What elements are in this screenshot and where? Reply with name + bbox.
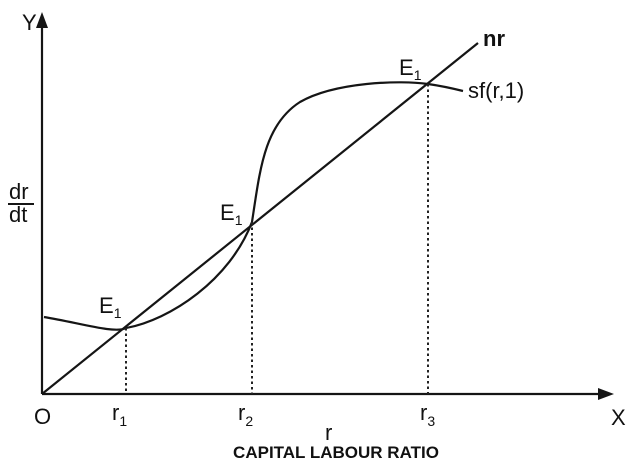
y-axis-arrowhead — [36, 12, 48, 28]
tick-label-r2: r2 — [238, 400, 253, 429]
x-axis-title: CAPITAL LABOUR RATIO — [233, 443, 439, 462]
nr-line — [41, 42, 479, 395]
x-axis-label: X — [611, 405, 626, 430]
nr-line-label: nr — [483, 26, 505, 51]
dr-denominator: dt — [9, 202, 27, 227]
x-variable-label: r — [325, 420, 332, 445]
y-axis-label: Y — [22, 10, 37, 35]
x-axis-arrowhead — [598, 388, 614, 400]
tick-label-r3: r3 — [420, 400, 435, 429]
sf-curve-label: sf(r,1) — [468, 78, 524, 103]
origin-label: O — [34, 404, 51, 429]
equilibrium-label-3: E1 — [399, 55, 422, 83]
equilibrium-label-1: E1 — [99, 293, 122, 321]
equilibrium-label-2: E1 — [220, 200, 243, 228]
tick-label-r1: r1 — [112, 400, 127, 429]
dr-numerator: dr — [9, 179, 29, 204]
